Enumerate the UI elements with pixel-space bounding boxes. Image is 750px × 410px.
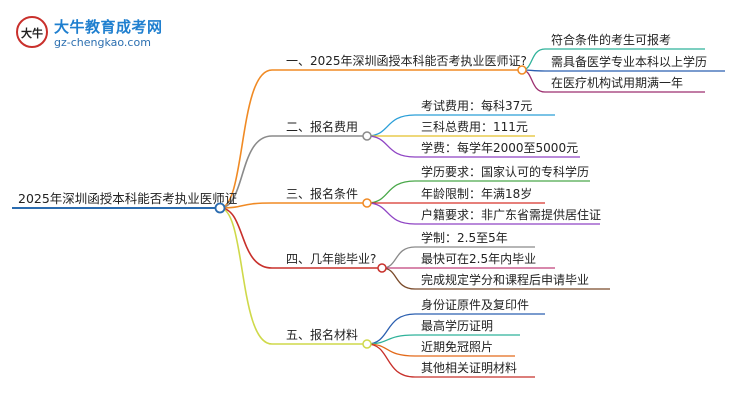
leaf-connector (366, 202, 416, 225)
branch-label: 四、几年能毕业? (286, 252, 376, 266)
branch-connector (219, 207, 273, 345)
leaf-label: 最高学历证明 (421, 318, 493, 333)
leaf-connector (521, 69, 546, 93)
leaf-label: 完成规定学分和课程后申请毕业 (421, 272, 589, 287)
branch-end-dot (362, 131, 372, 141)
branch-connector (219, 202, 273, 209)
branch-connector (219, 207, 273, 269)
leaf-label: 学费：每学年2000至5000元 (421, 140, 578, 155)
branch-label: 一、2025年深圳函授本科能否考执业医师证? (286, 53, 527, 68)
leaf-connector (366, 114, 416, 137)
root-node-label: 2025年深圳函授本科能否考执业医师证 (18, 191, 238, 206)
leaf-label: 学制：2.5至5年 (421, 230, 508, 245)
branch-label: 二、报名费用 (286, 119, 358, 134)
leaf-connector (366, 180, 416, 204)
site-logo: 大牛 大牛教育成考网 gz-chengkao.com (14, 14, 184, 54)
leaf-connector (381, 246, 416, 269)
mind-map-nodes: 2025年深圳函授本科能否考执业医师证 一、2025年深圳函授本科能否考执业医师证… (12, 32, 725, 378)
logo-mark-text: 大牛 (21, 26, 43, 40)
logo-title: 大牛教育成考网 (54, 18, 163, 36)
root-end-dot (214, 202, 226, 214)
leaf-label: 符合条件的考生可报考 (551, 32, 671, 47)
leaf-label: 户籍要求：非广东省需提供居住证 (421, 207, 601, 222)
logo-url: gz-chengkao.com (54, 36, 151, 49)
leaf-label: 三科总费用：111元 (421, 120, 528, 134)
leaf-label: 身份证原件及复印件 (421, 297, 529, 312)
logo-mark-icon: 大牛 (16, 16, 48, 48)
leaf-label: 需具备医学专业本科以上学历 (551, 54, 707, 69)
branch-end-dot (362, 198, 372, 208)
leaf-label: 年龄限制：年满18岁 (421, 186, 532, 201)
leaf-connector (366, 343, 416, 378)
mind-map-edges (219, 48, 546, 378)
branch-end-dot (362, 339, 372, 349)
leaf-connector (381, 267, 416, 290)
leaf-label: 考试费用：每科37元 (421, 98, 532, 113)
leaf-connector (366, 135, 416, 158)
leaf-connector (366, 313, 416, 345)
branch-label: 三、报名条件 (286, 186, 358, 201)
branch-end-dot (377, 263, 387, 273)
leaf-label: 在医疗机构试用期满一年 (551, 75, 683, 90)
branch-connector (219, 135, 273, 209)
leaf-label: 学历要求：国家认可的专科学历 (421, 164, 589, 179)
leaf-label: 其他相关证明材料 (421, 361, 517, 375)
branch-connector (219, 69, 273, 209)
branch-label: 五、报名材料 (286, 327, 358, 342)
branch-end-dot (517, 65, 527, 75)
leaf-label: 近期免冠照片 (421, 339, 493, 354)
leaf-label: 最快可在2.5年内毕业 (421, 252, 536, 266)
